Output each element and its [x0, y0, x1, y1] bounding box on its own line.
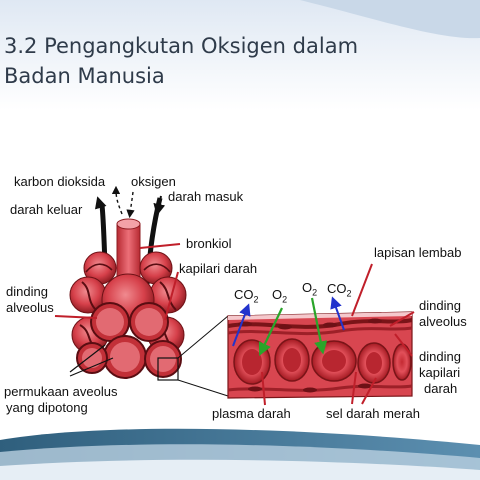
label-dinding-alveolus-left-2: alveolus [6, 300, 54, 315]
footer-band-lightest [0, 459, 480, 480]
leader-sel-2 [361, 377, 377, 405]
label-darah-keluar: darah keluar [10, 202, 83, 217]
label-oksigen: oksigen [131, 174, 176, 189]
zoom-region-box [157, 357, 179, 381]
label-dinding-alveolus-right-1: dinding [419, 298, 461, 313]
bronkiol-opening [116, 218, 141, 230]
leader-bronkiol [139, 243, 181, 249]
symbol-co2-right: CO2 [327, 281, 352, 299]
label-dinding-kapilari-2: kapilari [419, 365, 461, 380]
gas-exchange-arrows-top [111, 185, 135, 219]
leader-lines-right [261, 263, 415, 406]
leader-dinding-kapilari [394, 333, 413, 357]
leader-lines-black [69, 344, 114, 377]
symbol-o2-right: O2 [302, 280, 318, 298]
leader-plasma [261, 371, 266, 406]
darah-masuk-arrow [153, 195, 166, 216]
co2-out-arrow [111, 185, 123, 215]
leader-lines-left [54, 243, 181, 321]
symbol-o2-left: O2 [272, 287, 288, 305]
label-bronkiol: bronkiol [186, 236, 232, 251]
o2-in-arrow [126, 191, 135, 219]
leader-dinding-left [54, 315, 98, 319]
co2-arrow-left [232, 303, 251, 347]
label-karbon-dioksida: karbon dioksida [14, 174, 106, 189]
moist-layer [227, 312, 413, 320]
label-dinding-kapilari-3: darah [424, 381, 458, 396]
slide-title-line-2: Badan Manusia [4, 64, 165, 88]
label-dinding-alveolus-right-2: alveolus [419, 314, 467, 329]
zoom-line-top [177, 315, 229, 359]
magnified-section [227, 296, 413, 399]
label-dinding-alveolus-left-1: dinding [6, 284, 48, 299]
symbol-co2-left: CO2 [234, 287, 259, 305]
slide-title-line-1: 3.2 Pengangkutan Oksigen dalam [4, 34, 359, 58]
zoom-line-bottom [177, 379, 229, 397]
label-darah-masuk: darah masuk [168, 189, 244, 204]
leader-permukaan-1 [69, 344, 106, 373]
label-permukaan-1: permukaan aveolus [4, 384, 118, 399]
capillary-wall-top [227, 326, 413, 336]
red-blood-cells [233, 338, 412, 385]
label-permukaan-2: yang dipotong [6, 400, 88, 415]
o2-arrow-right [310, 297, 328, 355]
leader-lapisan [351, 263, 373, 317]
leader-dinding-alveolus-right [389, 311, 415, 327]
leader-permukaan-2 [69, 357, 114, 377]
header-swoosh [300, 0, 480, 39]
cut-alveoli [76, 302, 182, 379]
label-dinding-kapilari-1: dinding [419, 349, 461, 364]
alveolus-wall [227, 318, 413, 329]
co2-arrow-right [330, 296, 345, 331]
leader-sel-1 [351, 371, 357, 405]
leader-kapilari [164, 271, 179, 321]
label-plasma-darah: plasma darah [212, 406, 291, 421]
darah-keluar-arrow [94, 196, 107, 213]
label-lapisan-lembab: lapisan lembab [374, 245, 462, 260]
o2-arrow-left [258, 307, 283, 356]
label-sel-darah-merah: sel darah merah [326, 406, 420, 421]
label-kapilari-darah: kapilari darah [179, 261, 258, 276]
